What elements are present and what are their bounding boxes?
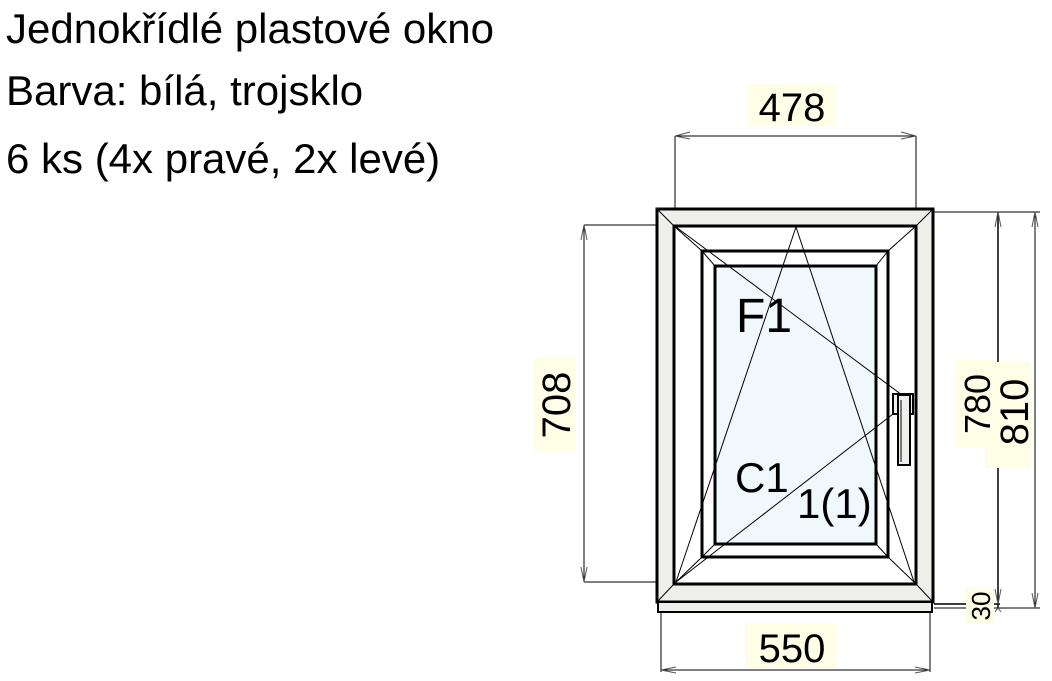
glass-label: C1 bbox=[735, 454, 789, 501]
glass-pane bbox=[713, 264, 878, 546]
window-sash bbox=[673, 225, 917, 585]
position-label: 1(1) bbox=[797, 480, 872, 527]
dimension-right-heights: 780 810 30 bbox=[934, 211, 1040, 623]
dimension-label-30: 30 bbox=[966, 592, 996, 621]
dimension-left-height: 708 bbox=[534, 224, 656, 583]
handle-icon bbox=[892, 393, 914, 466]
window-sill bbox=[657, 601, 933, 613]
dimension-label-780: 780 bbox=[957, 374, 998, 434]
title-line-1: Jednokřídlé plastové okno bbox=[6, 5, 494, 52]
opening-indicator-lines bbox=[675, 226, 915, 583]
dimension-label-810: 810 bbox=[993, 379, 1037, 446]
dimension-top-width: 478 bbox=[674, 84, 917, 208]
dimension-label-550: 550 bbox=[759, 627, 826, 671]
dimension-bottom-width: 550 bbox=[660, 612, 931, 674]
title-line-3: 6 ks (4x pravé, 2x levé) bbox=[6, 135, 441, 182]
dimension-label-478: 478 bbox=[759, 86, 826, 130]
dimension-label-708: 708 bbox=[535, 372, 579, 439]
sash-label: F1 bbox=[736, 290, 792, 343]
title-line-2: Barva: bílá, trojsklo bbox=[6, 67, 364, 114]
